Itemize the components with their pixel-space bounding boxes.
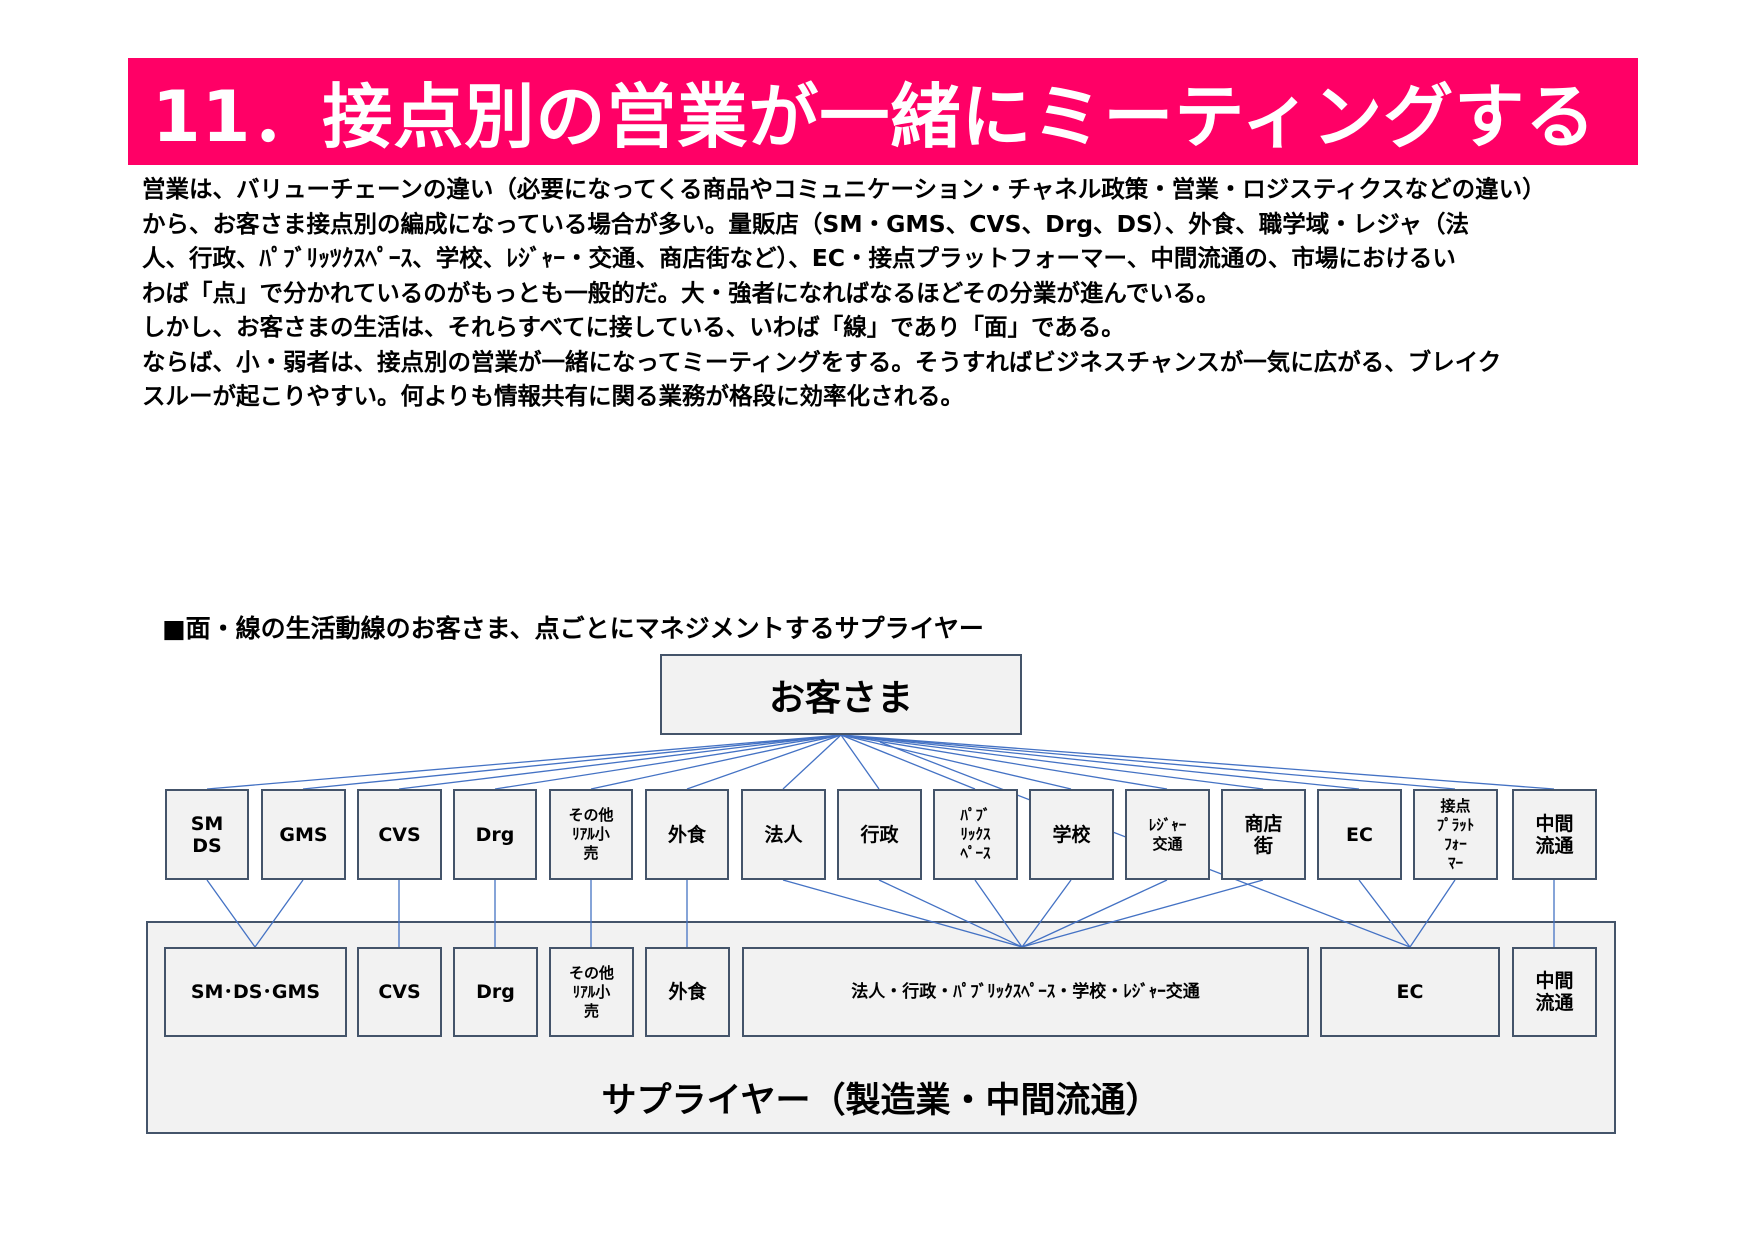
unit-connector <box>206 879 256 948</box>
unit-connector <box>1021 879 1168 948</box>
customer-connector <box>840 734 1360 790</box>
unit-label: EC <box>1396 981 1424 1003</box>
unit-label: 外食 <box>668 981 707 1003</box>
touchpoint-label: 行政 <box>860 823 899 846</box>
unit-drg: Drg <box>453 947 538 1037</box>
unit-other-retail: その他 ﾘｱﾙ小 売 <box>549 947 634 1037</box>
body-line: ならば、小・弱者は、接点別の営業が一緒になってミーティングをする。そうすればビジ… <box>142 347 1502 376</box>
unit-label: CVS <box>378 981 421 1003</box>
customer-connector <box>840 734 1072 790</box>
customer-connector <box>686 734 842 790</box>
unit-connector <box>1021 879 1072 948</box>
unit-ec: EC <box>1320 947 1500 1037</box>
customer-label: お客さま <box>768 677 913 719</box>
unit-connector <box>254 879 304 948</box>
touchpoint-label: ﾊﾟﾌﾞ ﾘｯｸｽ ﾍﾟｰｽ <box>960 806 991 862</box>
body-line: しかし、お客さまの生活は、それらすべてに接している、いわば「線」であり「面」であ… <box>142 313 1125 341</box>
touchpoint-label: 接点 ﾌﾟﾗｯﾄ ﾌｫｰ ﾏｰ <box>1436 796 1475 872</box>
unit-cvs: CVS <box>357 947 442 1037</box>
touchpoint-ec: EC <box>1317 789 1402 880</box>
touchpoint-shopping-street: 商店 街 <box>1221 789 1306 880</box>
supplier-label: サプライヤー（製造業・中間流通） <box>601 1081 1161 1121</box>
touchpoint-sm-ds: SM DS <box>165 789 249 880</box>
unit-workplace-leisure: 法人・行政・ﾊﾟﾌﾞﾘｯｸｽﾍﾟｰｽ・学校・ﾚｼﾞｬｰ交通 <box>742 947 1309 1037</box>
unit-connector <box>1358 879 1411 948</box>
touchpoint-other-retail: その他 ﾘｱﾙ小 売 <box>549 789 633 880</box>
touchpoint-drg: Drg <box>453 789 537 880</box>
unit-connector <box>1409 879 1456 948</box>
customer-connector <box>206 734 842 790</box>
customer-connector <box>494 734 842 790</box>
customer-connector <box>840 734 1168 790</box>
touchpoint-label: 学校 <box>1052 823 1091 846</box>
body-line: わば「点」で分かれているのがもっとも一般的だ。大・強者になればなるほどその分業が… <box>142 278 1220 307</box>
customer-connector <box>840 734 976 790</box>
touchpoint-label: SM DS <box>190 812 224 857</box>
unit-connector <box>974 879 1023 948</box>
touchpoint-label: CVS <box>378 823 421 846</box>
touchpoint-label: EC <box>1346 823 1373 846</box>
unit-label: 法人・行政・ﾊﾟﾌﾞﾘｯｸｽﾍﾟｰｽ・学校・ﾚｼﾞｬｰ交通 <box>851 981 1200 1002</box>
touchpoint-government: 行政 <box>837 789 922 880</box>
touchpoint-label: Drg <box>475 823 515 846</box>
customer-connector <box>398 734 842 790</box>
body-line: 人、行政、ﾊﾟﾌﾞﾘｯﾂｸｽﾍﾟｰｽ、学校、ﾚｼﾞｬｰ・交通、商店街など）、EC… <box>142 244 1456 272</box>
touchpoint-public-space: ﾊﾟﾌﾞ ﾘｯｸｽ ﾍﾟｰｽ <box>933 789 1018 880</box>
body-text: 営業は、バリューチェーンの違い（必要になってくる商品やコミュニケーション・チャネ… <box>142 172 1632 414</box>
title-bar: 11．接点別の営業が一緒にミーティングする <box>128 58 1638 165</box>
unit-label: SM･DS･GMS <box>190 981 321 1003</box>
touchpoint-label: 法人 <box>764 823 803 846</box>
touchpoint-label: 外食 <box>667 823 706 846</box>
touchpoint-school: 学校 <box>1029 789 1114 880</box>
touchpoint-food-service: 外食 <box>645 789 729 880</box>
touchpoint-gms: GMS <box>261 789 346 880</box>
touchpoint-cvs: CVS <box>357 789 442 880</box>
body-line: 営業は、バリューチェーンの違い（必要になってくる商品やコミュニケーション・チャネ… <box>142 175 1546 203</box>
unit-connector <box>1021 879 1264 948</box>
unit-label: Drg <box>476 981 515 1003</box>
unit-label: 中間 流通 <box>1535 970 1574 1014</box>
touchpoint-platformer: 接点 ﾌﾟﾗｯﾄ ﾌｫｰ ﾏｰ <box>1413 789 1498 880</box>
unit-food-service: 外食 <box>645 947 730 1037</box>
touchpoint-label: ﾚｼﾞｬｰ 交通 <box>1148 815 1187 853</box>
touchpoint-label: その他 ﾘｱﾙ小 売 <box>568 806 614 862</box>
body-line: から、お客さま接点別の編成になっている場合が多い。量販店（SM・GMS、CVS、… <box>142 209 1470 238</box>
unit-connector <box>878 879 1023 948</box>
unit-sm-ds-gms: SM･DS･GMS <box>164 947 347 1037</box>
touchpoint-corporate: 法人 <box>741 789 826 880</box>
customer-connector <box>840 734 1555 790</box>
body-line: スルーが起こりやすい。何よりも情報共有に関る業務が格段に効率化される。 <box>142 382 965 410</box>
touchpoint-label: 商店 街 <box>1244 812 1283 857</box>
unit-wholesale: 中間 流通 <box>1512 947 1597 1037</box>
customer-connector <box>840 734 880 790</box>
diagram-subtitle: ■面・線の生活動線のお客さま、点ごとにマネジメントするサプライヤー <box>162 614 984 643</box>
unit-label: その他 ﾘｱﾙ小 売 <box>568 963 614 1020</box>
customer-connector <box>840 734 1264 790</box>
customer-connector <box>302 734 842 790</box>
page-title: 11．接点別の営業が一緒にミーティングする <box>152 76 1597 158</box>
customer-connector <box>590 734 842 790</box>
touchpoint-wholesale: 中間 流通 <box>1512 789 1597 880</box>
customer-box: お客さま <box>660 654 1022 735</box>
customer-connector <box>782 734 842 790</box>
customer-connector <box>840 734 1456 790</box>
touchpoint-leisure-transport: ﾚｼﾞｬｰ 交通 <box>1125 789 1210 880</box>
touchpoint-label: 中間 流通 <box>1535 812 1574 857</box>
unit-connector <box>782 879 1023 948</box>
touchpoint-label: GMS <box>279 823 328 846</box>
